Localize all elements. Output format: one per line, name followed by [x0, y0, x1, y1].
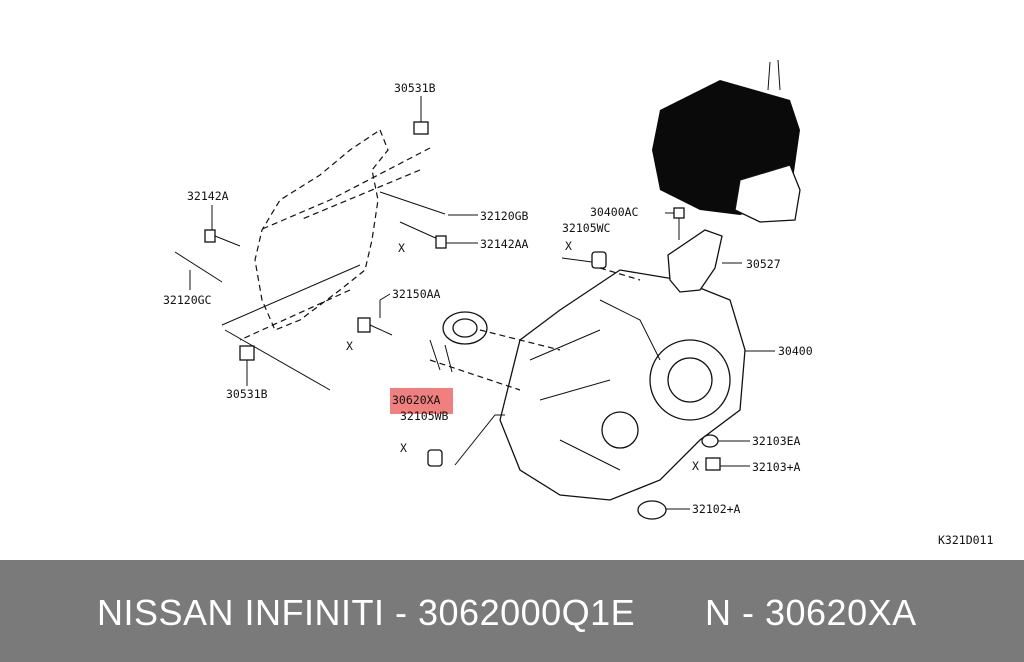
part-highlight	[390, 388, 453, 414]
dowel-32105WB	[427, 449, 443, 467]
gasket-outline	[254, 129, 389, 331]
alignment-lines	[221, 147, 641, 466]
dowel-32105WC	[591, 251, 607, 269]
seal-32102A	[637, 500, 667, 520]
x-marker: X	[398, 241, 405, 255]
label-32102A: 32102+A	[692, 502, 741, 516]
stud-32120GC	[174, 251, 223, 290]
stud-32120GB	[379, 191, 478, 216]
label-32103EA: 32103EA	[752, 434, 801, 448]
x-marker: X	[565, 239, 572, 253]
bolt-30400AC	[673, 207, 685, 219]
label-32142AA: 32142AA	[480, 237, 529, 251]
parts-diagram: 30531B 32142A 32120GB 32142AA 32120GC 32…	[163, 59, 993, 547]
x-marker: X	[400, 441, 407, 455]
plug-32103A	[705, 457, 721, 471]
footer-bar: NISSAN INFINITI - 3062000Q1E N - 30620XA	[0, 560, 1024, 662]
bolt-32150AA	[357, 300, 393, 336]
label-32105WC: 32105WC	[562, 221, 611, 235]
x-marker: X	[346, 339, 353, 353]
x-marker: X	[692, 459, 699, 473]
label-30531B-bottom: 30531B	[226, 387, 268, 401]
label-30400AC: 30400AC	[590, 205, 639, 219]
leader-lines	[379, 212, 775, 510]
label-30531B-top: 30531B	[394, 81, 436, 95]
label-32103A: 32103+A	[752, 460, 801, 474]
footer-cross-reference: N - 30620XA	[705, 592, 917, 633]
label-32150AA: 32150AA	[392, 287, 441, 301]
label-30400: 30400	[778, 344, 813, 358]
transmission-case-30400	[499, 269, 746, 501]
label-30527: 30527	[746, 257, 781, 271]
washer-32103EA	[701, 434, 719, 448]
clutch-housing-assembly	[652, 59, 801, 223]
label-30620XA: 30620XA	[392, 393, 441, 407]
bracket-30527	[667, 229, 723, 293]
bolt-32142A	[204, 205, 241, 247]
concentric-slave-cylinder-30620XA	[429, 311, 488, 373]
footer-part-number: NISSAN INFINITI - 3062000Q1E	[97, 592, 636, 633]
bolt-32142AA	[399, 221, 478, 249]
label-32142A: 32142A	[187, 189, 229, 203]
nut-30531B-bottom	[239, 345, 255, 386]
nut-30531B-top	[413, 96, 429, 135]
label-32120GC: 32120GC	[163, 293, 212, 307]
label-32120GB: 32120GB	[480, 209, 529, 223]
label-32105WB: 32105WB	[400, 409, 449, 423]
diagram-code: K321D011	[938, 533, 993, 547]
